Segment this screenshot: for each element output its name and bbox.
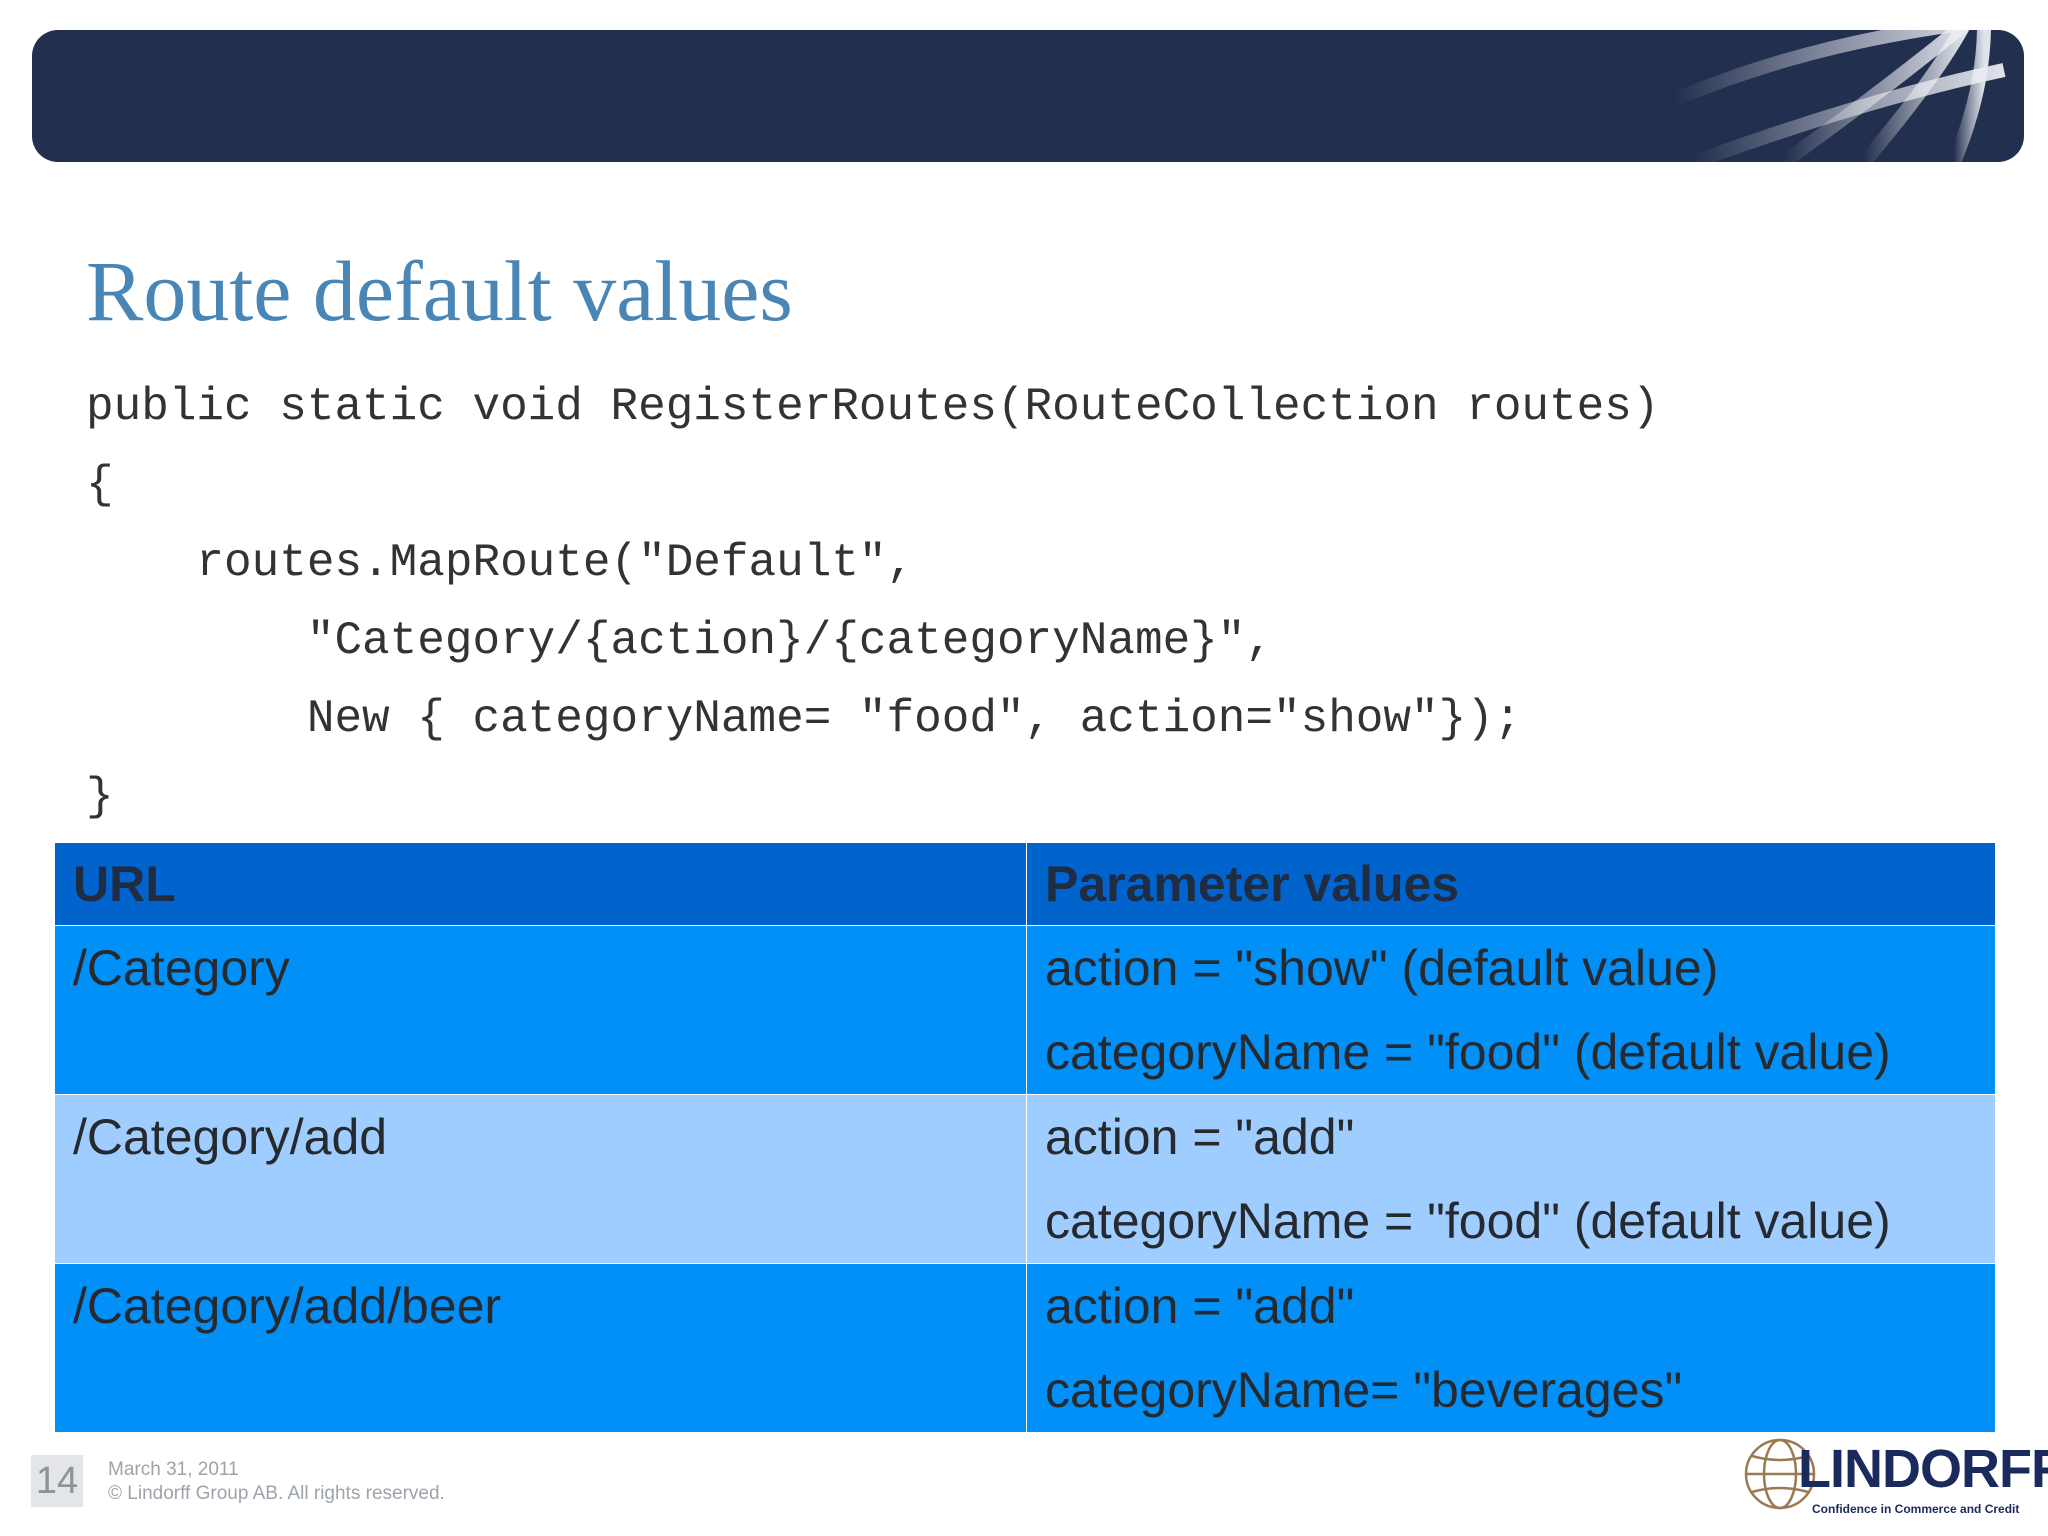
footer-copyright: © Lindorff Group AB. All rights reserved… <box>108 1483 445 1504</box>
page-number: 14 <box>31 1455 83 1507</box>
code-line: routes.MapRoute("Default", <box>86 537 915 589</box>
param-value: action = "show" (default value) <box>1045 940 1719 996</box>
footer-info: March 31, 2011 © Lindorff Group AB. All … <box>108 1458 445 1506</box>
logo-name: LINDORFF <box>1798 1439 2048 1499</box>
footer-date: March 31, 2011 <box>108 1459 239 1480</box>
param-value: categoryName= "beverages" <box>1045 1362 1683 1418</box>
table-header-row: URL Parameter values <box>54 842 1996 926</box>
url-cell: /Category <box>54 925 1027 1095</box>
code-line: } <box>86 771 114 823</box>
url-cell: /Category/add <box>54 1094 1027 1264</box>
param-value: action = "add" <box>1045 1278 1355 1334</box>
param-value: categoryName = "food" (default value) <box>1045 1193 1891 1249</box>
lindorff-logo: LINDORFF Confidence in Commerce and Cred… <box>1740 1428 2048 1528</box>
logo-tagline: Confidence in Commerce and Credit <box>1812 1502 2020 1516</box>
table-row: /Category/add/beer action = "add" catego… <box>54 1263 1996 1433</box>
param-value: action = "add" <box>1045 1109 1355 1165</box>
code-line: "Category/{action}/{categoryName}", <box>86 615 1273 667</box>
table-row: /Category action = "show" (default value… <box>54 925 1996 1095</box>
params-cell: action = "show" (default value) category… <box>1026 925 1996 1095</box>
params-cell: action = "add" categoryName = "food" (de… <box>1026 1094 1996 1264</box>
param-value: categoryName = "food" (default value) <box>1045 1024 1891 1080</box>
header-parameter-values: Parameter values <box>1026 842 1996 926</box>
code-line: public static void RegisterRoutes(RouteC… <box>86 381 1660 433</box>
header-banner <box>32 30 2024 162</box>
route-table: URL Parameter values /Category action = … <box>54 842 1996 1433</box>
table-row: /Category/add action = "add" categoryNam… <box>54 1094 1996 1264</box>
params-cell: action = "add" categoryName= "beverages" <box>1026 1263 1996 1433</box>
slide-title: Route default values <box>86 243 793 339</box>
code-line: { <box>86 459 114 511</box>
globe-icon <box>1671 30 2006 162</box>
url-cell: /Category/add/beer <box>54 1263 1027 1433</box>
code-line: New { categoryName= "food", action="show… <box>86 693 1522 745</box>
code-block: public static void RegisterRoutes(RouteC… <box>86 368 1659 836</box>
globe-logo-icon <box>1744 1438 1816 1510</box>
header-url: URL <box>54 842 1027 926</box>
